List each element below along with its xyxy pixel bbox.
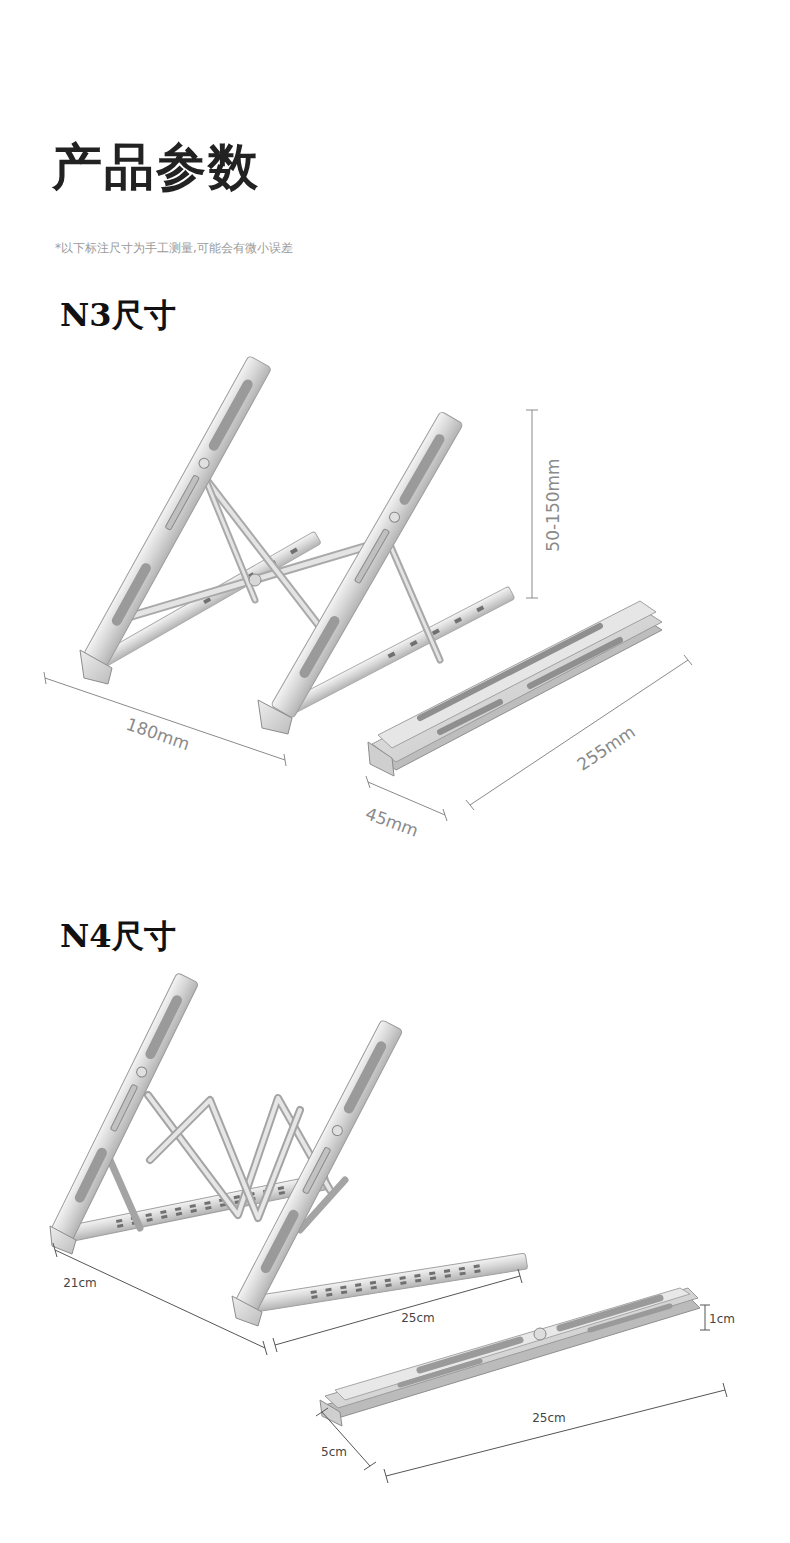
dimension-label: 1cm (707, 1312, 737, 1326)
n3-stand-open (80, 355, 515, 734)
model-heading: N4尺寸 (60, 915, 176, 959)
page-title: 产品参数 (52, 134, 260, 201)
n3-stand-folded (368, 601, 662, 776)
dimension-label: 25cm (399, 1311, 437, 1325)
dimension-label: 255mm (571, 720, 642, 777)
dimension-label: 21cm (61, 1276, 99, 1290)
dimension-label: 50-150mm (543, 455, 563, 554)
n4-stand-open (49, 972, 527, 1326)
dimension-label: 5cm (319, 1445, 349, 1459)
dimension-label: 25cm (530, 1411, 568, 1425)
measurement-note: *以下标注尺寸为手工测量,可能会有微小误差 (55, 240, 293, 257)
dimension-label: 45mm (360, 802, 424, 842)
n4-dimension-lines (53, 1243, 727, 1483)
n3-dimension-lines (44, 410, 692, 821)
model-heading: N3尺寸 (60, 294, 176, 338)
dimension-label: 180mm (121, 713, 195, 755)
n4-stand-folded (320, 1288, 700, 1426)
